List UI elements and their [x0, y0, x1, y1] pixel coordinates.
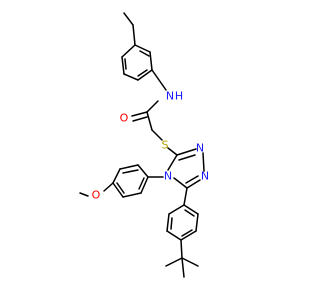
amide-hydrogen-label: H [175, 90, 183, 103]
carbonyl-oxygen-label: O [120, 112, 129, 125]
amide-linkage [131, 69, 167, 131]
methoxy-oxygen-label: O [92, 189, 101, 202]
molecule-diagram: N H O S N N N O [79, 12, 210, 278]
ethylphenyl-ring [121, 44, 153, 81]
molecule-structure: N H O S N N N O [79, 12, 209, 278]
methoxy-group [79, 182, 114, 197]
tert-butylphenyl-ring [166, 187, 199, 241]
ethyl-group [123, 12, 136, 46]
amide-nitrogen-label: N [166, 90, 174, 103]
sulfur-label: S [162, 139, 169, 152]
tert-butyl-group [165, 239, 199, 278]
triazole-n2-label: N [201, 170, 209, 183]
thioether-linkage [151, 129, 178, 156]
methoxyphenyl-ring [112, 164, 164, 198]
triazole-ring [167, 148, 205, 189]
triazole-n4-label: N [164, 170, 172, 183]
triazole-n3-label: N [196, 142, 204, 155]
